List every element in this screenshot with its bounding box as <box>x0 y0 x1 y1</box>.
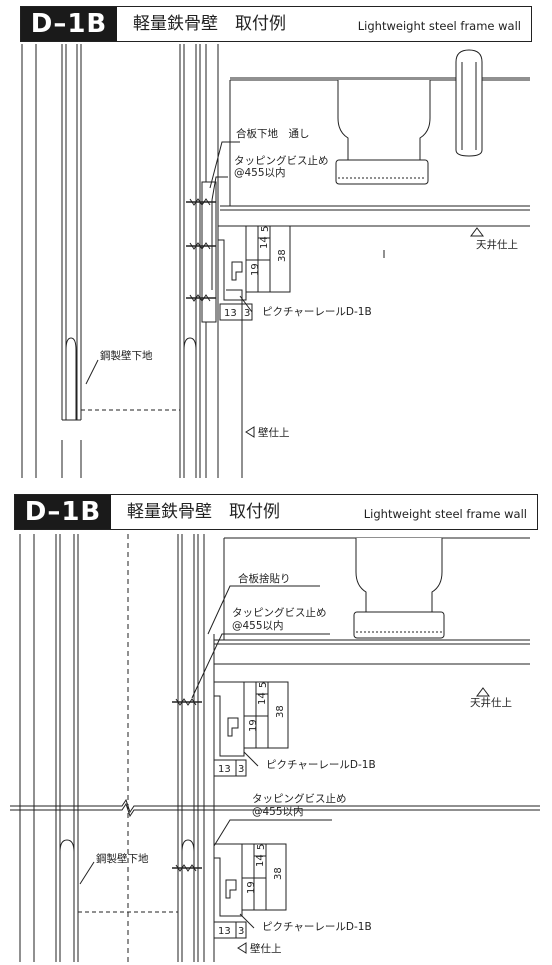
callout-picture-rail-upper: ピクチャーレールD-1B <box>266 759 376 771</box>
dim-3-lower: 3 <box>238 926 244 937</box>
title-english: Lightweight steel frame wall <box>357 19 521 33</box>
callout-ceiling: 天井仕上 <box>476 238 518 251</box>
callout-plywood: 合板捨貼り <box>238 572 291 585</box>
dim-38: 38 <box>275 705 286 718</box>
callout-screw2-line2: @455以内 <box>252 805 304 818</box>
dim-3: 3 <box>238 764 244 775</box>
dim-14-lower: 14 <box>255 854 266 867</box>
dim-5: 5 <box>258 682 269 688</box>
callout-steel-stud: 鋼製壁下地 <box>96 852 149 865</box>
dim-13: 13 <box>224 308 237 319</box>
title-bar: D–1B 軽量鉄骨壁 取付例 Lightweight steel frame w… <box>20 6 532 42</box>
dim-5-lower: 5 <box>256 844 267 850</box>
steel-stud-left <box>61 44 82 478</box>
dim-5: 5 <box>260 226 271 232</box>
dim-19: 19 <box>250 263 261 276</box>
dim-13: 13 <box>218 764 231 775</box>
title-japanese: 軽量鉄骨壁 取付例 <box>133 14 286 34</box>
dim-3: 3 <box>244 308 250 319</box>
callout-wall-finish: 壁仕上 <box>250 942 282 955</box>
callout-picture-rail: ピクチャーレールD-1B <box>262 306 372 318</box>
picture-rail-profile <box>217 225 247 301</box>
title-bar: D–1B 軽量鉄骨壁 取付例 Lightweight steel frame w… <box>14 494 538 530</box>
section-drawing-top: 合板下地 通し タッピングビス止め @455以内 天井仕上 ピクチャーレールD-… <box>21 44 530 478</box>
detail-panel-bottom: D–1B 軽量鉄骨壁 取付例 Lightweight steel frame w… <box>0 484 552 965</box>
callout-screw1-line1: タッピングビス止め <box>232 606 327 619</box>
dim-38: 38 <box>277 249 288 262</box>
dim-19: 19 <box>248 719 259 732</box>
callout-screw-line1: タッピングビス止め <box>234 154 329 167</box>
title-english: Lightweight steel frame wall <box>363 507 527 521</box>
dim-19-lower: 19 <box>246 881 257 894</box>
dim-14: 14 <box>259 236 270 249</box>
product-code: D–1B <box>21 7 117 41</box>
dim-14: 14 <box>257 692 268 705</box>
callout-screw1-line2: @455以内 <box>232 619 284 632</box>
callout-picture-rail-lower: ピクチャーレールD-1B <box>262 921 372 933</box>
callout-ceiling: 天井仕上 <box>470 696 512 709</box>
detail-panel-top: D–1B 軽量鉄骨壁 取付例 Lightweight steel frame w… <box>0 0 552 482</box>
callout-plywood: 合板下地 通し <box>236 127 310 140</box>
dim-13-lower: 13 <box>218 926 231 937</box>
product-code: D–1B <box>15 495 111 529</box>
callout-steel-stud: 鋼製壁下地 <box>100 349 153 362</box>
callout-screw2-line1: タッピングビス止め <box>252 792 347 805</box>
callout-screw-line2: @455以内 <box>234 166 286 179</box>
title-japanese: 軽量鉄骨壁 取付例 <box>127 502 280 522</box>
callout-wall-finish: 壁仕上 <box>258 426 290 439</box>
section-drawing-bottom: 合板捨貼り タッピングビス止め @455以内 天井仕上 ピクチャーレールD-1B… <box>10 534 540 962</box>
steel-stud-right <box>179 44 201 478</box>
dim-38-lower: 38 <box>273 867 284 880</box>
